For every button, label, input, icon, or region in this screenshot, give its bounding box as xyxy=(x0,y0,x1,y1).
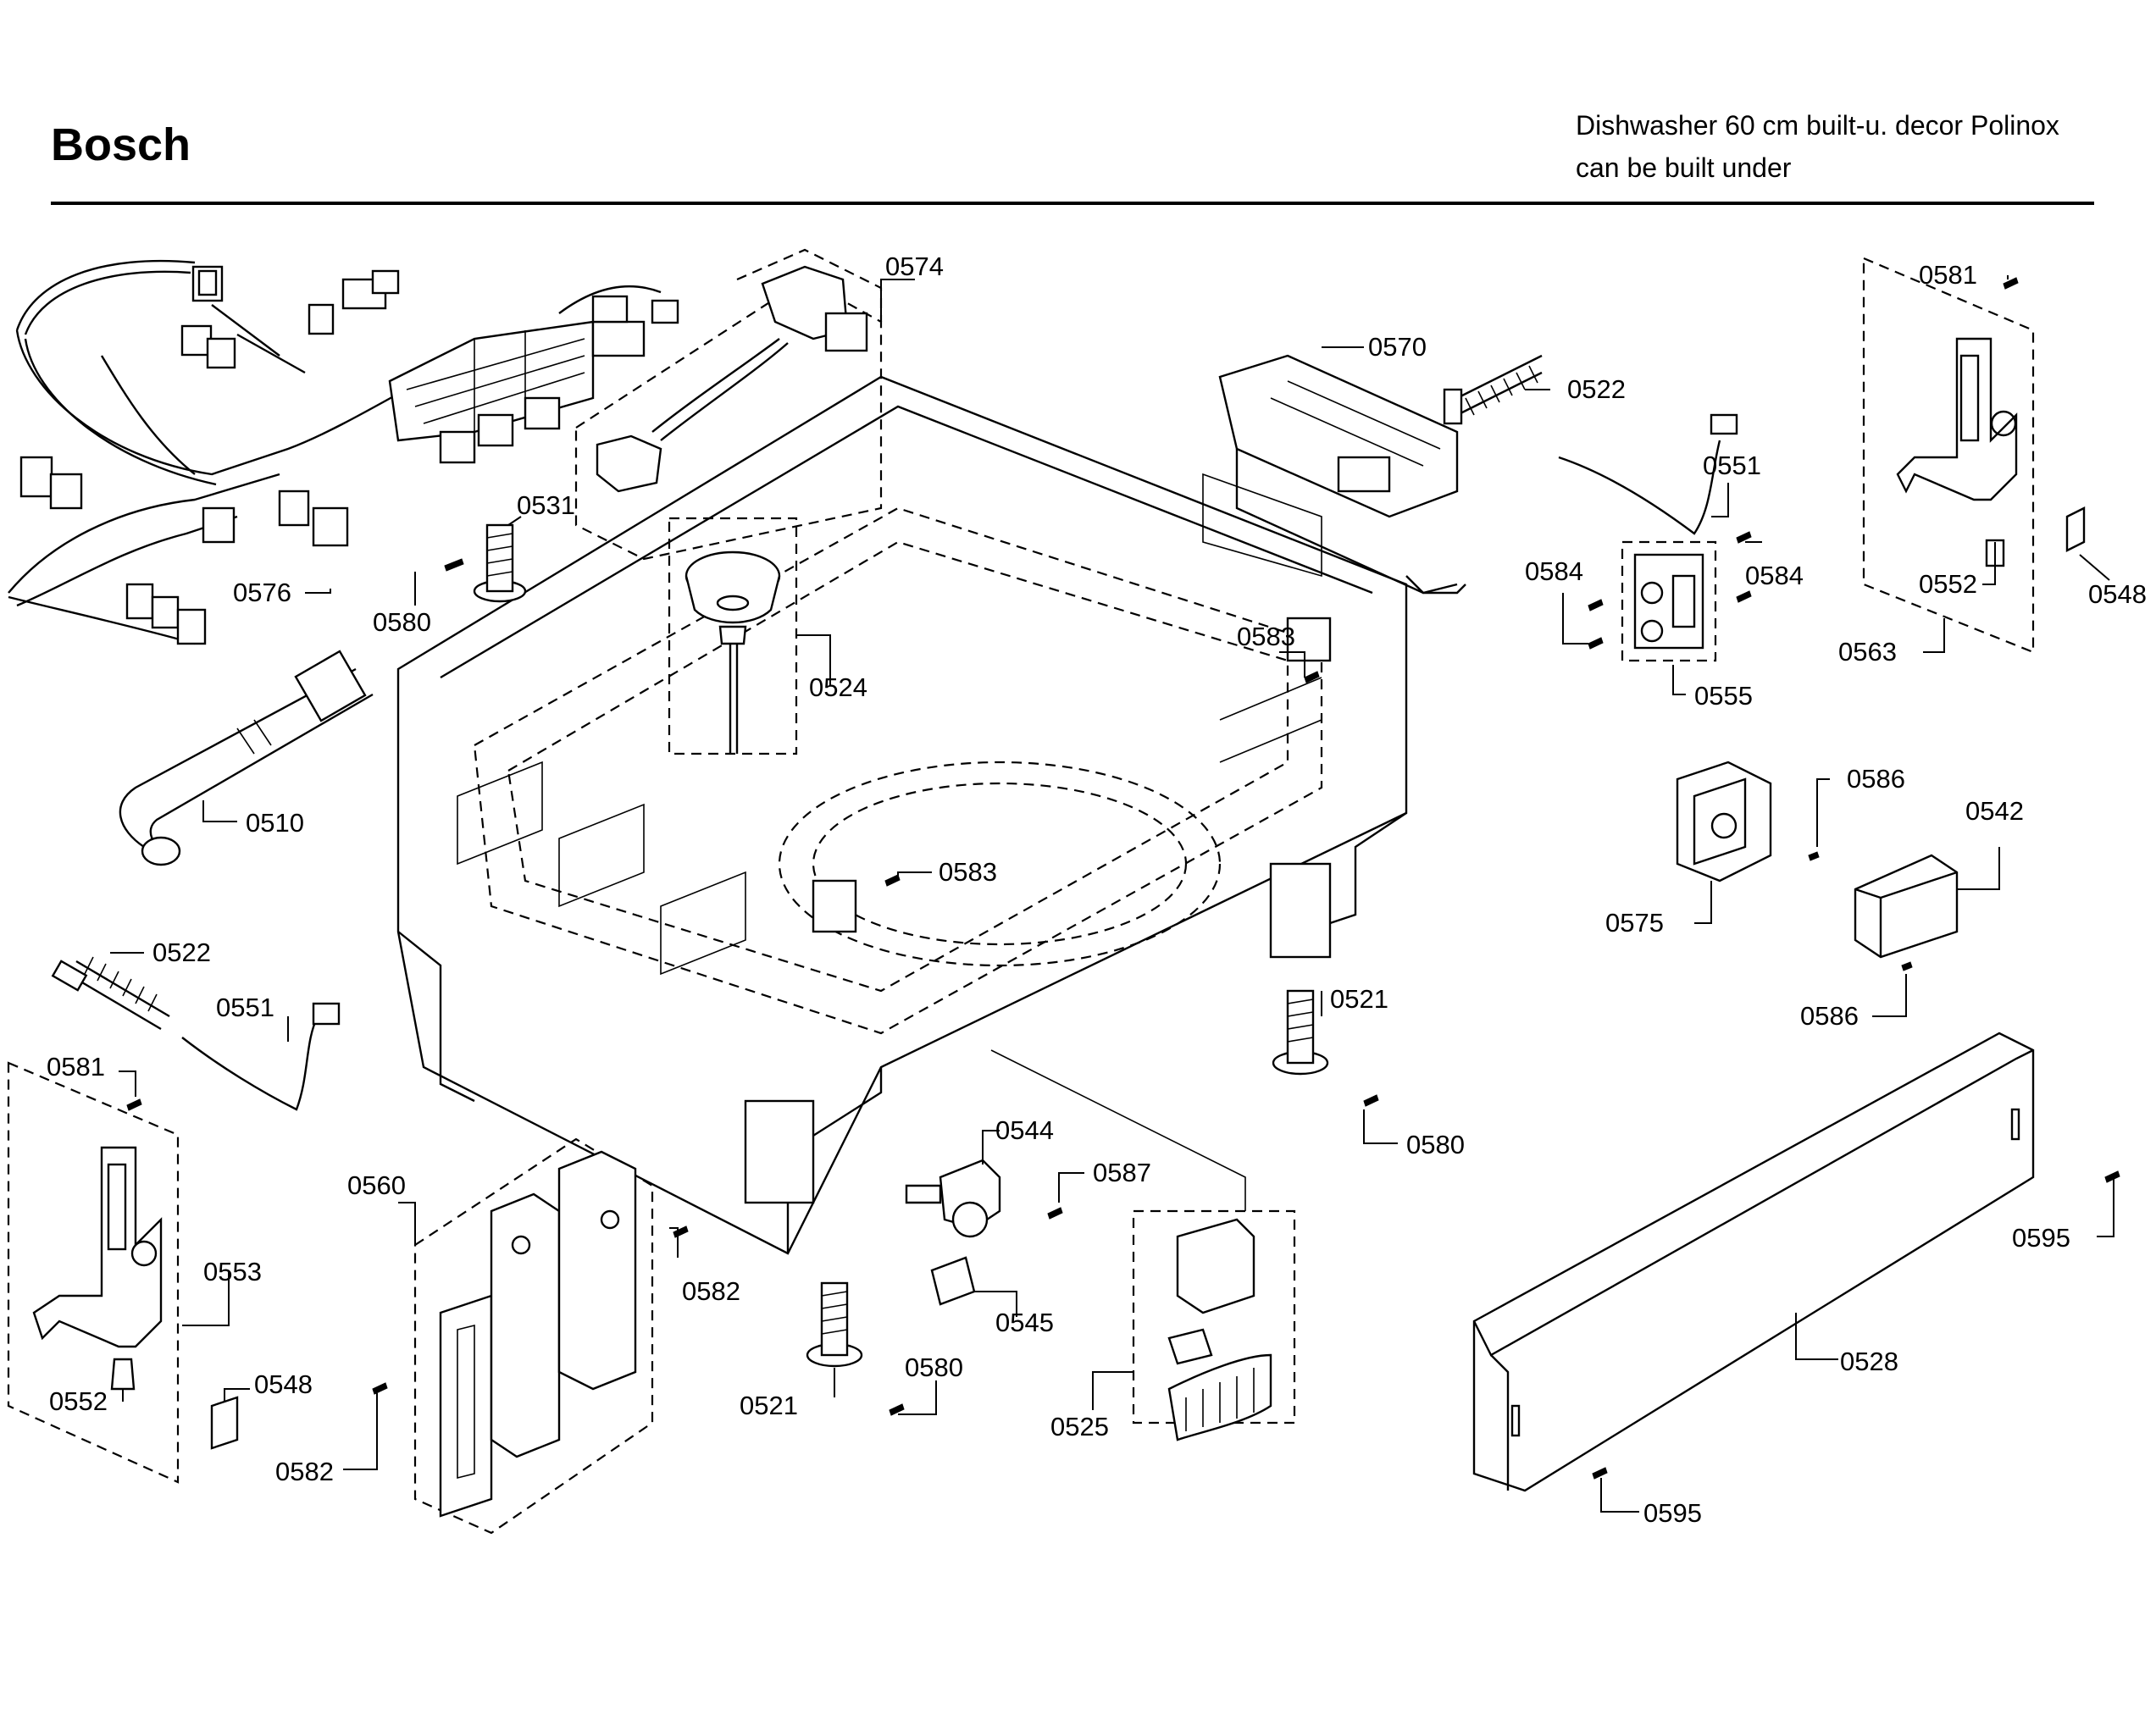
callout-0542: 0542 xyxy=(1965,796,2024,826)
toe-kick-panel-0528 xyxy=(1472,1032,2035,1492)
hose-0574 xyxy=(574,248,883,561)
callout-0551-top: 0551 xyxy=(1703,451,1761,480)
sensor-0555 xyxy=(1621,540,1717,662)
callout-0525: 0525 xyxy=(1050,1412,1109,1441)
callout-0580-top: 0580 xyxy=(373,607,431,637)
callout-0522-top: 0522 xyxy=(1567,374,1626,404)
screws xyxy=(126,277,2120,1480)
callout-0581-top: 0581 xyxy=(1919,260,1977,290)
callout-0584-right: 0584 xyxy=(1745,561,1804,590)
callout-0576: 0576 xyxy=(233,578,291,607)
model-description-line-1: Dishwasher 60 cm built-u. decor Polinox xyxy=(1576,110,2059,141)
hinge-assembly-0553 xyxy=(7,1061,180,1484)
callout-0528: 0528 xyxy=(1840,1347,1898,1376)
callout-0548-left: 0548 xyxy=(254,1369,313,1399)
callout-0552-top: 0552 xyxy=(1919,569,1977,599)
callout-0563: 0563 xyxy=(1838,637,1897,667)
callout-0555: 0555 xyxy=(1694,681,1753,711)
callout-0575: 0575 xyxy=(1605,908,1664,938)
header-rule xyxy=(51,202,2094,205)
cover-0542 xyxy=(1854,854,1959,959)
adjustable-foot-0521-right xyxy=(1272,989,1329,1076)
callout-0582-left: 0582 xyxy=(275,1457,334,1486)
callout-0584-left: 0584 xyxy=(1525,556,1583,586)
callout-0586-top: 0586 xyxy=(1847,764,1905,794)
spray-arm-0524 xyxy=(668,517,798,755)
callout-0548-top: 0548 xyxy=(2088,579,2147,609)
callout-0510: 0510 xyxy=(246,808,304,838)
callout-0544: 0544 xyxy=(995,1115,1054,1145)
spring-cable-0522-0551-left xyxy=(51,956,341,1111)
callout-0522-left: 0522 xyxy=(152,938,211,967)
callout-0587: 0587 xyxy=(1093,1158,1151,1187)
adjustable-foot-0521-left xyxy=(806,1281,863,1368)
callout-0583-top: 0583 xyxy=(1237,622,1295,651)
clip-0548-left xyxy=(210,1396,239,1450)
callout-0551-left: 0551 xyxy=(216,993,274,1022)
wiring-harness-0576 xyxy=(8,259,679,645)
spring-cable-0522-0551-top xyxy=(1443,354,1738,535)
callout-0553: 0553 xyxy=(203,1257,262,1286)
callout-0552-left: 0552 xyxy=(49,1386,108,1416)
callout-0521-right: 0521 xyxy=(1330,984,1388,1014)
hinge-assembly-0563 xyxy=(1862,257,2086,654)
callout-0521-left: 0521 xyxy=(740,1391,798,1420)
brand-title: Bosch xyxy=(51,119,191,170)
callout-0586-bottom: 0586 xyxy=(1800,1001,1859,1031)
sensor-0545 xyxy=(930,1256,976,1306)
callout-0531: 0531 xyxy=(517,490,575,520)
callout-0581-left: 0581 xyxy=(47,1052,105,1082)
callout-0545: 0545 xyxy=(995,1308,1054,1337)
bracket-0575 xyxy=(1676,761,1772,882)
leader-lines xyxy=(110,275,2114,1513)
callout-labels: 0574 0570 0522 0551 0581 0552 0548 0563 … xyxy=(47,252,2147,1528)
inlet-valve-0544 xyxy=(905,1159,1001,1238)
base-tub xyxy=(396,339,1408,1255)
model-description-line-2: can be built under xyxy=(1576,152,1792,183)
callout-0580-right: 0580 xyxy=(1406,1130,1465,1159)
callout-0524: 0524 xyxy=(809,672,867,702)
callout-0560: 0560 xyxy=(347,1170,406,1200)
control-module-0570 xyxy=(1218,354,1466,595)
aquastop-0525 xyxy=(1132,1209,1296,1441)
bracket-0560 xyxy=(413,1137,654,1535)
callout-0574: 0574 xyxy=(885,252,944,281)
callout-0595-right: 0595 xyxy=(2012,1223,2070,1253)
drain-hose-0510 xyxy=(119,650,374,866)
callout-0580-bottom: 0580 xyxy=(905,1353,963,1382)
callout-0583-mid: 0583 xyxy=(939,857,997,887)
adjustable-foot-0531 xyxy=(473,523,527,603)
callout-0582-right: 0582 xyxy=(682,1276,740,1306)
callout-0595-bottom: 0595 xyxy=(1643,1498,1702,1528)
callout-0570: 0570 xyxy=(1368,332,1427,362)
